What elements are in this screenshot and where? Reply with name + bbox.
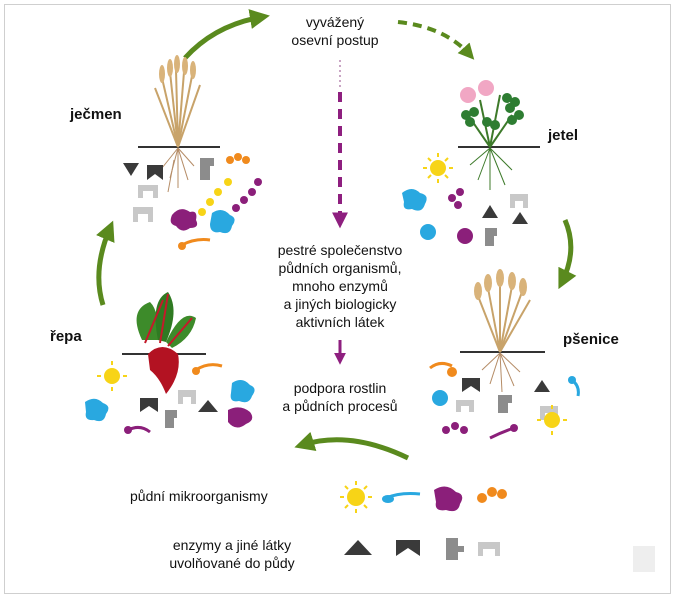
center-line-7: a půdních procesů [282, 398, 398, 414]
rotation-arrow-top-right [397, 20, 475, 60]
legend-enzymes-line1: enzymy a jiné látky [172, 537, 292, 553]
notch-enzyme-icon [396, 540, 420, 556]
legend-enzymes-line2: uvolňované do půdy [169, 555, 295, 571]
arch-enzyme-icon [478, 542, 500, 556]
clover-sun [430, 160, 446, 176]
diagram-frame [4, 4, 671, 594]
center-description: pestré společenstvo půdních organismů, m… [255, 241, 425, 331]
center-line-6: podpora rostlin [293, 380, 387, 396]
legend-enzyme-icons [344, 538, 500, 560]
center-line-2: půdních organismů, [278, 260, 402, 276]
rotation-arrow-bottom [294, 431, 410, 461]
rotation-arrow-right [558, 219, 577, 290]
crop-label-psenice: pšenice [563, 331, 619, 348]
legend-enzymes-label: enzymy a jiné látky uvolňované do půdy [152, 536, 312, 572]
barley-soil-icons [123, 153, 262, 250]
center-line-1: pestré společenstvo [277, 242, 403, 258]
top-label-line2: osevní postup [291, 32, 379, 48]
center-support: podpora rostlin a půdních procesů [255, 379, 425, 415]
clover-plant [458, 80, 540, 190]
bacteria-chain-icon [477, 487, 507, 503]
center-line-4: a jiných biologicky [283, 296, 397, 312]
legend-microorganism-icons [340, 481, 507, 513]
amoeba-icon [434, 486, 463, 512]
rotation-arrow-left [96, 220, 115, 306]
triangle-enzyme-icon [344, 540, 372, 555]
clover-soil-icons [402, 153, 528, 246]
barley-plant [138, 55, 220, 193]
corner-placeholder [633, 546, 655, 572]
top-label: vyvážený osevní postup [270, 13, 400, 49]
wheat-plant [460, 269, 545, 393]
crop-label-jecmen: ječmen [70, 106, 122, 123]
center-line-3: mnoho enzymů [292, 278, 388, 294]
tetris-enzyme-icon [446, 538, 464, 560]
rotation-arrow-top-left [183, 9, 270, 60]
legend-microorganisms-label: půdní mikroorganismy [130, 488, 268, 504]
beet-plant [122, 292, 206, 394]
crop-label-repa: řepa [50, 328, 82, 345]
top-label-line1: vyvážený [305, 14, 365, 30]
sun-icon [347, 488, 365, 506]
crop-label-jetel: jetel [548, 127, 579, 144]
center-line-5: aktivních látek [295, 314, 385, 330]
beet-soil-icons [85, 361, 255, 434]
wheat-soil-icons [429, 361, 580, 440]
